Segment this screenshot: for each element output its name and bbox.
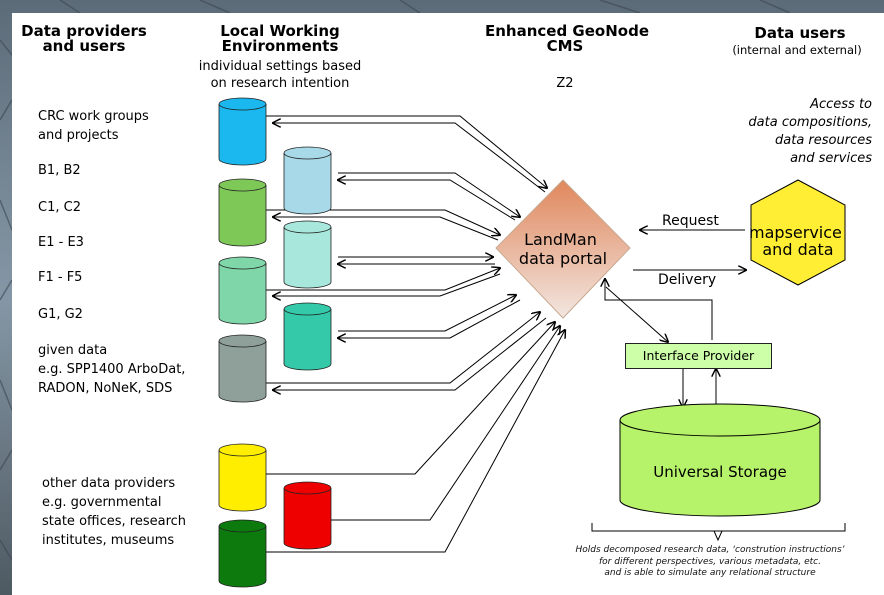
label-b: B1, B2 [38,163,81,178]
mapservice-hexagon [750,179,846,286]
data-cylinder [218,519,267,588]
delivery-label: Delivery [658,272,716,288]
data-cylinder [218,97,267,166]
mapservice-label: mapservice and data [749,223,847,259]
data-cylinder [283,220,332,289]
data-cylinder [283,146,332,215]
label-f: F1 - F5 [38,270,83,285]
data-cylinder [218,178,267,247]
label-g: G1, G2 [38,307,83,322]
connector-arrows [263,115,746,553]
header-users: Data users [754,24,846,42]
label-c: C1, C2 [38,200,81,215]
interface-provider-box: Interface Provider [625,343,772,369]
header-users-sub: (internal and external) [732,43,862,57]
storage-note: Holds decomposed research data, ‘constru… [575,545,845,578]
data-portal-diamond [495,179,631,319]
storage-label: Universal Storage [653,463,787,481]
data-cylinder [218,443,267,512]
data-cylinder [218,334,267,403]
data-cylinder [218,256,267,325]
portal-label: LandMan data portal [519,230,607,268]
header-geonode-sub: Z2 [556,76,574,91]
request-label: Request [662,213,719,229]
data-cylinder [283,481,332,550]
storage-bracket [591,523,846,542]
universal-storage-cylinder [619,403,821,517]
data-cylinder [283,302,332,371]
label-e: E1 - E3 [38,235,84,250]
